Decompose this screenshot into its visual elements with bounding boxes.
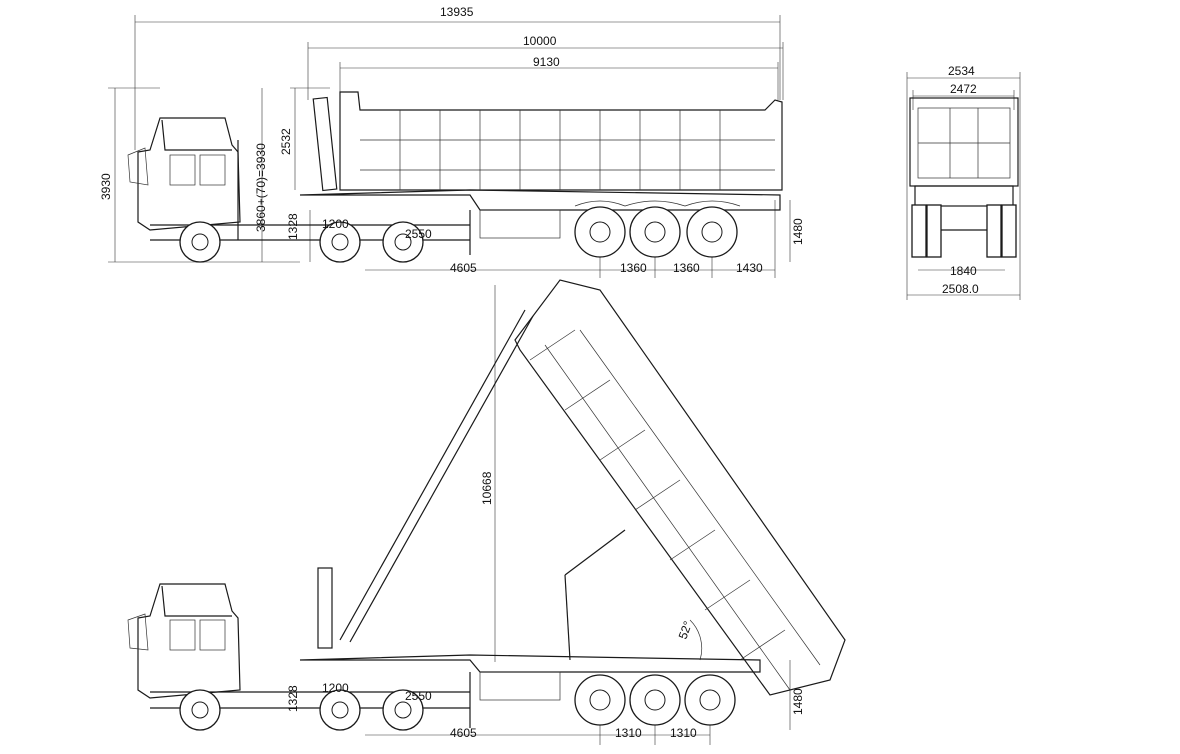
dim-tip-angle: 52°: [676, 619, 695, 641]
dim-overall-height: 3930: [99, 173, 113, 200]
dim-kingpin-to-axle: 4605: [450, 261, 477, 275]
dim-body-length: 9130: [533, 55, 560, 69]
dim-tractor-axle-2: 2550: [405, 227, 432, 241]
dim-kingpin-to-axle-tipped: 4605: [450, 726, 477, 740]
dim-rear-overhang: 1430: [736, 261, 763, 275]
wheel: [382, 221, 424, 263]
body-ribs: [399, 110, 721, 190]
tipped-body-ribs: [529, 329, 786, 661]
wheel: [629, 674, 681, 726]
dim-overall-width: 2508.0: [942, 282, 979, 296]
rear-tire-left-inner: [926, 204, 942, 258]
dim-overall-length: 13935: [440, 5, 474, 19]
wheel: [574, 674, 626, 726]
wheel: [686, 206, 738, 258]
wheel: [179, 689, 221, 731]
dim-fifth-wheel-tipped: 1328: [286, 685, 300, 712]
dim-axle-spacing-2-tipped: 1310: [670, 726, 697, 740]
dim-outer-width: 2534: [948, 64, 975, 78]
dim-frame-height-tipped: 1480: [791, 688, 805, 715]
wheel: [179, 221, 221, 263]
dim-body-width: 2472: [950, 82, 977, 96]
wheel: [319, 221, 361, 263]
dim-axle-spacing-1: 1360: [620, 261, 647, 275]
rear-tire-right: [1001, 204, 1017, 258]
wheel: [629, 206, 681, 258]
dim-tractor-axle-1-tipped: 1200: [322, 681, 349, 695]
dim-height-expression: 3860+(70)=3930: [254, 143, 268, 232]
dim-tip-height: 10668: [480, 471, 494, 505]
dim-axle-spacing-1-tipped: 1310: [615, 726, 642, 740]
dim-tractor-axle-1: 1200: [322, 217, 349, 231]
wheel: [684, 674, 736, 726]
dim-axle-spacing-2: 1360: [673, 261, 700, 275]
rear-tire-right-inner: [986, 204, 1002, 258]
rear-view: 2534 2472 1840 2508.0: [906, 64, 1021, 300]
side-view-tipped: 10668 52° 1328 1200 2550 4605 1310 1310 …: [127, 279, 846, 745]
dim-frame-height: 1480: [791, 218, 805, 245]
rear-tire-left: [911, 204, 927, 258]
side-view-loaded: 13935 10000 9130 3930 3860+(70)=3930 253…: [99, 5, 805, 278]
wheel: [382, 689, 424, 731]
dim-track-width: 1840: [950, 264, 977, 278]
dim-fifth-wheel: 1328: [286, 213, 300, 240]
dim-trailer-length: 10000: [523, 34, 557, 48]
dim-body-height: 2532: [279, 128, 293, 155]
wheel: [574, 206, 626, 258]
wheel: [319, 689, 361, 731]
dim-tractor-axle-2-tipped: 2550: [405, 689, 432, 703]
